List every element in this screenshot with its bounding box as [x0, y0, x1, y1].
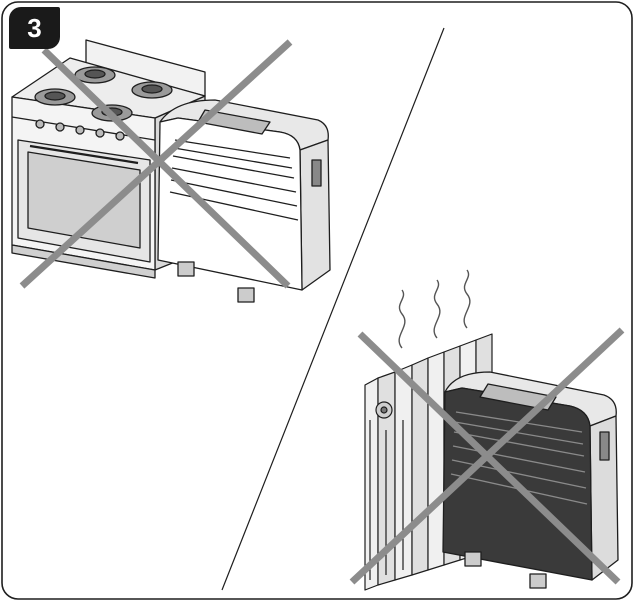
- air-conditioner-icon: [157, 99, 331, 303]
- cross-mark-icon-2: [349, 327, 625, 585]
- heat-waves-icon: [398, 269, 471, 349]
- step-number: 3: [27, 12, 42, 43]
- panel-divider-line: [221, 27, 445, 591]
- cross-mark-icon: [19, 39, 293, 289]
- step-number-badge: 3: [9, 7, 60, 49]
